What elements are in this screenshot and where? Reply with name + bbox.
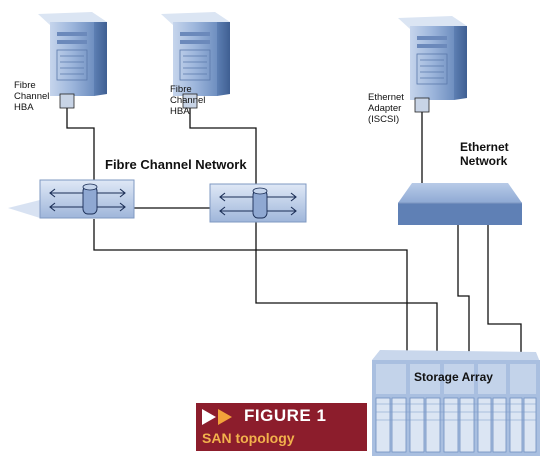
storage-array — [372, 350, 540, 456]
fc-switch-1 — [8, 179, 135, 219]
play-arrows-icon — [202, 409, 232, 425]
link-server2-switch2 — [189, 108, 257, 187]
link-server1-switch1 — [66, 108, 95, 183]
figure-title: FIGURE 1 — [244, 406, 327, 425]
figure-caption-box: FIGURE 1 SAN topology — [196, 403, 367, 451]
link-switch1-storage — [93, 219, 408, 352]
server-1 — [38, 12, 107, 109]
fc-switch-2 — [209, 183, 307, 223]
hba1-label: Fibre Channel HBA — [14, 80, 50, 113]
ethernet-adapter-card — [414, 97, 430, 113]
hba-card-2 — [182, 93, 198, 109]
ethernet-switch — [398, 183, 522, 225]
link-ethswitch-storage-a — [457, 225, 470, 357]
link-ethswitch-storage-b — [487, 225, 522, 360]
figure-caption: SAN topology — [202, 430, 295, 446]
hba-card-1 — [59, 93, 75, 109]
server-2 — [161, 12, 230, 109]
server-3 — [398, 16, 467, 113]
ethernet-network-label: Ethernet Network — [460, 140, 509, 168]
ethernet-adapter-label: Ethernet Adapter (ISCSI) — [368, 92, 404, 125]
storage-array-label: Storage Array — [414, 370, 493, 384]
connection-lines — [66, 108, 522, 360]
fibre-channel-network-label: Fibre Channel Network — [105, 157, 247, 172]
hba2-label: Fibre Channel HBA — [170, 84, 206, 117]
link-switch2-storage — [255, 222, 438, 352]
